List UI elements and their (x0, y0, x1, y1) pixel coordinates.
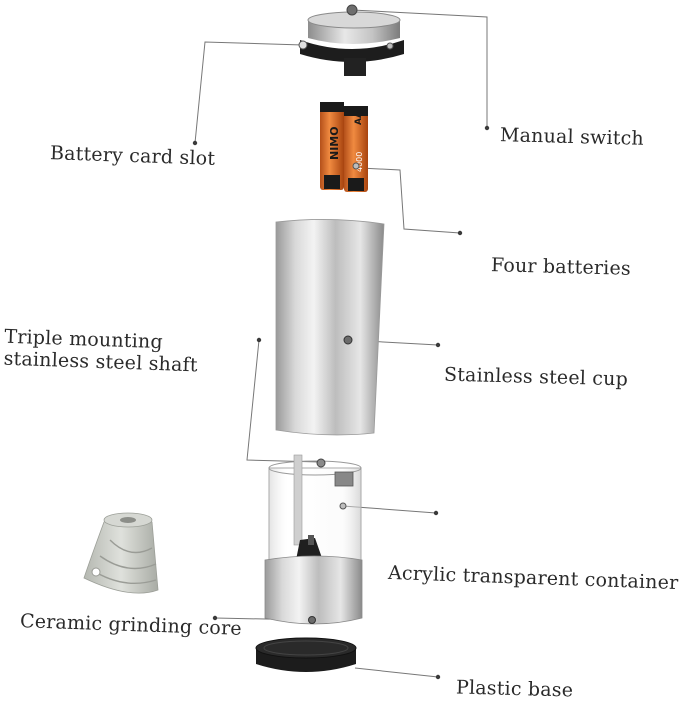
leader-dots (192, 125, 490, 680)
leader-base (354, 667, 439, 678)
manual-switch-cap (298, 4, 404, 76)
label-plastic-base: Plastic base (455, 676, 574, 702)
battery-brand-text: NIMO (328, 126, 341, 160)
plastic-base (255, 637, 357, 672)
stainless-steel-cup (275, 219, 385, 436)
leader-four-batteries (359, 167, 461, 234)
leader-manual-switch (351, 9, 488, 128)
leader-battery-slot (194, 41, 304, 144)
battery-capacity-text: 4000 (355, 152, 364, 172)
label-triple-mounting-shaft: Triple mounting stainless steel shaft (3, 325, 199, 377)
acrylic-container (264, 454, 363, 625)
label-four-batteries: Four batteries (490, 254, 632, 280)
ceramic-grinding-core (83, 512, 159, 594)
label-manual-switch: Manual switch (499, 124, 645, 150)
batteries: NIMO AA 4000 (320, 102, 368, 192)
battery-type-text: AA (354, 111, 364, 125)
